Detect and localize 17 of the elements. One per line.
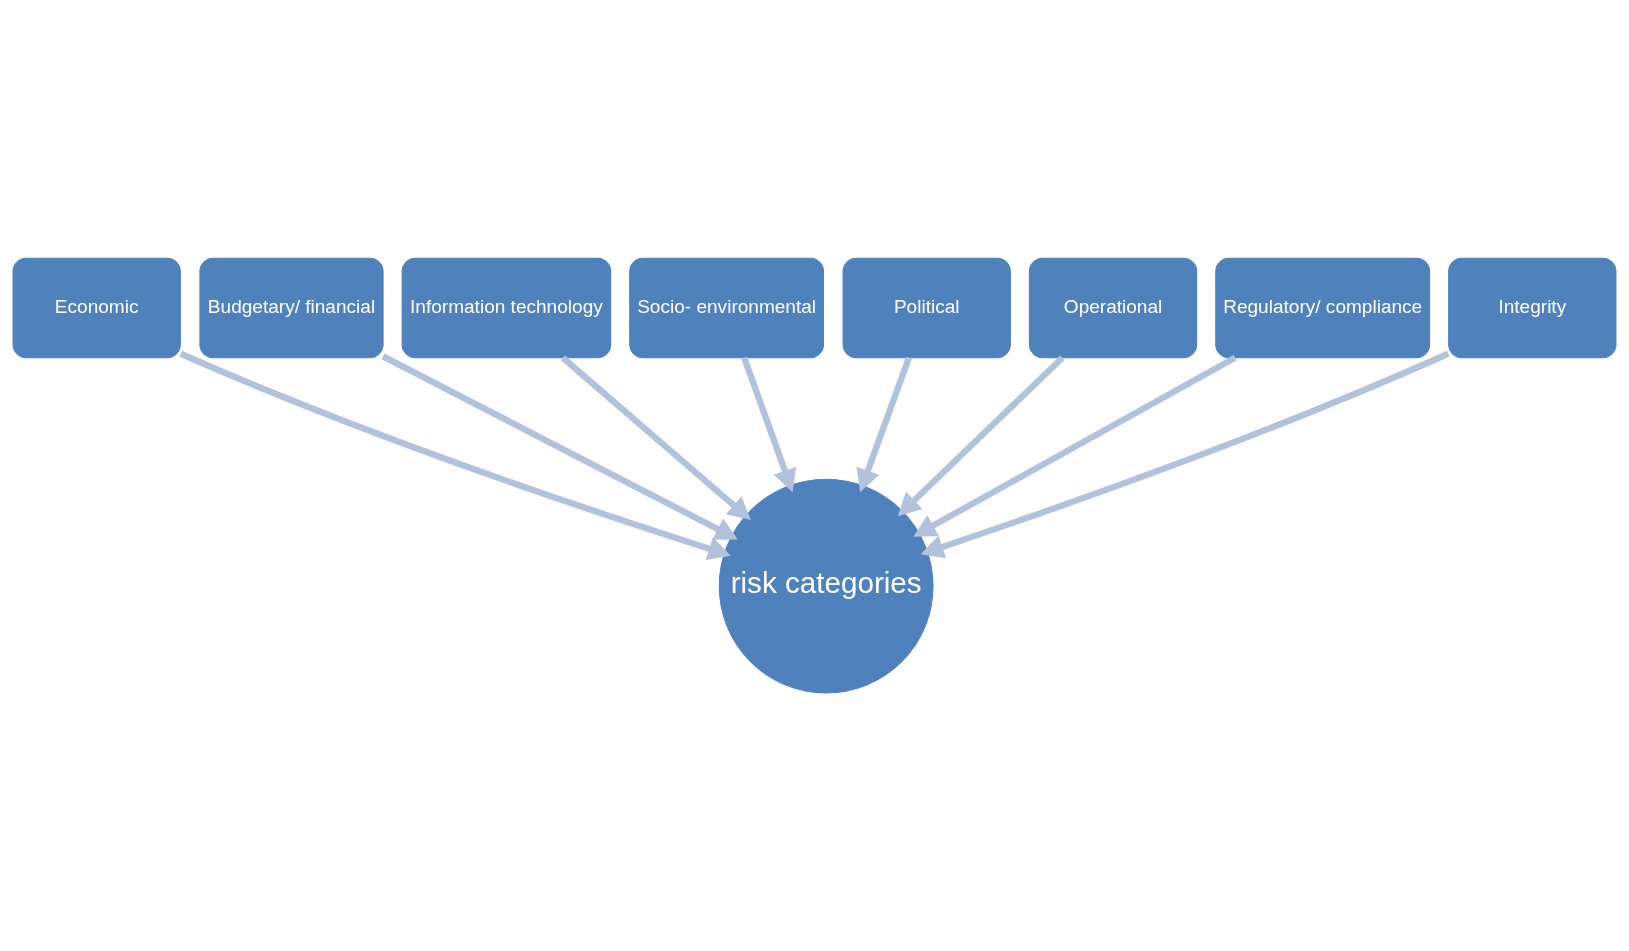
arrow — [856, 356, 912, 493]
node-box: Political — [842, 257, 1011, 359]
arrow — [897, 355, 1065, 517]
node-box: Budgetary/ financial — [199, 257, 384, 359]
node-box: Regulatory/ compliance — [1215, 257, 1431, 359]
arrow — [913, 355, 1237, 537]
arrow — [179, 350, 731, 561]
node-circle: risk categories — [718, 478, 934, 694]
arrow — [381, 353, 738, 540]
arrow — [741, 356, 797, 493]
node-box: Socio- environmental — [629, 257, 825, 359]
arrow — [920, 350, 1450, 559]
node-box: Integrity — [1448, 257, 1617, 359]
arrow — [560, 355, 751, 521]
node-box: Operational — [1028, 257, 1198, 359]
node-box: Economic — [12, 257, 181, 359]
node-box: Information technology — [401, 257, 612, 359]
